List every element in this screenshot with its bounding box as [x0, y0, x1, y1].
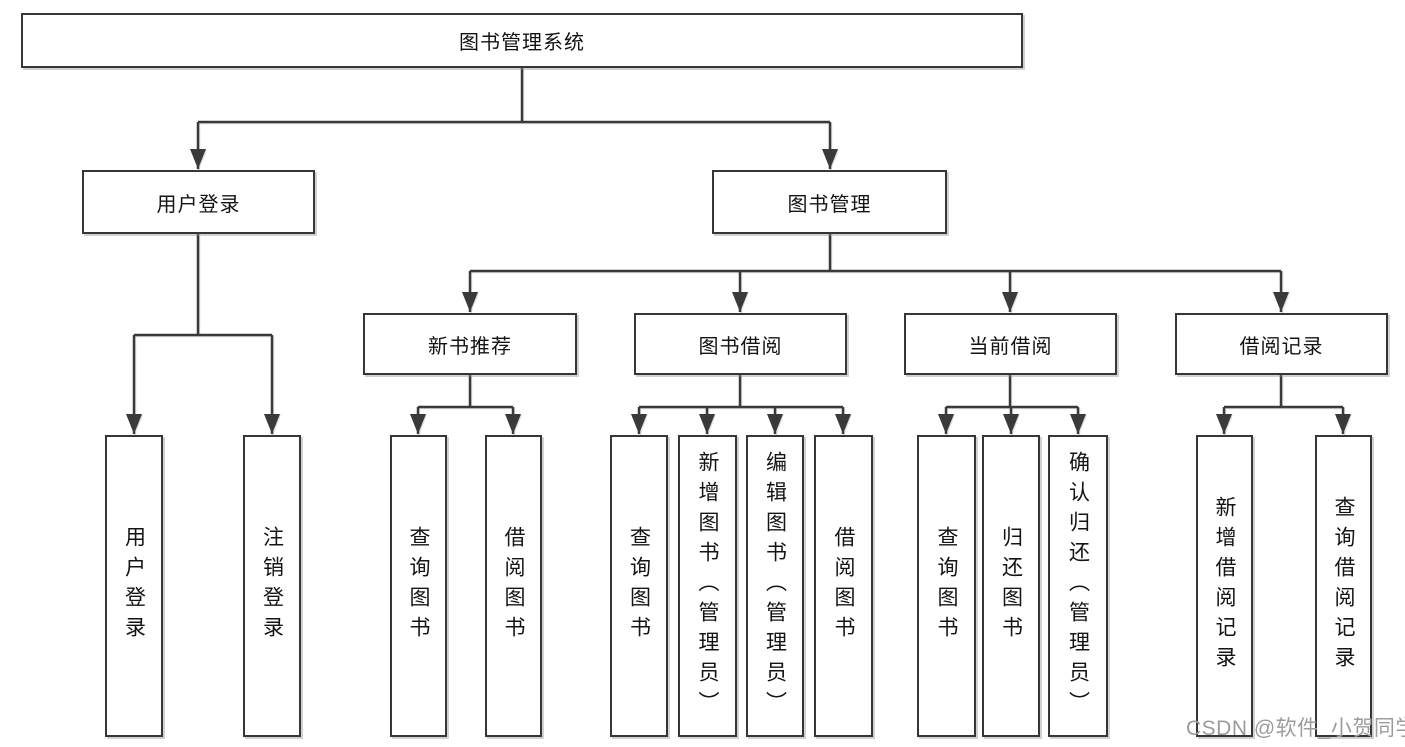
node-user-login-action: 用户登录: [105, 435, 163, 737]
node-library-system: 图书管理系统: [21, 13, 1023, 68]
node-borrow-records: 借阅记录: [1175, 313, 1388, 375]
node-query-books-2: 查询图书: [610, 435, 668, 737]
node-query-books-1: 查询图书: [390, 435, 447, 737]
node-borrow-books-1: 借阅图书: [485, 435, 542, 737]
node-return-book: 归还图书: [982, 435, 1040, 737]
node-new-book-recommend: 新书推荐: [363, 313, 577, 375]
node-current-borrowing: 当前借阅: [904, 313, 1117, 375]
node-user-login: 用户登录: [82, 170, 315, 234]
node-borrow-books-2: 借阅图书: [814, 435, 873, 737]
node-add-borrow-record: 新增借阅记录: [1196, 435, 1253, 737]
tree-rails: [134, 68, 1343, 409]
node-add-book-admin: 新增图书（管理员）: [678, 435, 737, 737]
node-query-borrow-record: 查询借阅记录: [1315, 435, 1372, 737]
node-confirm-return-admin: 确认归还（管理员）: [1048, 435, 1108, 737]
csdn-watermark: CSDN @软件_小贺同学: [1186, 717, 1405, 740]
node-book-management: 图书管理: [712, 170, 947, 234]
node-logout-action: 注销登录: [243, 435, 301, 737]
node-book-borrowing: 图书借阅: [634, 313, 847, 375]
node-edit-book-admin: 编辑图书（管理员）: [746, 435, 804, 737]
tree-arrows: [126, 122, 1351, 434]
node-query-books-3: 查询图书: [917, 435, 976, 737]
